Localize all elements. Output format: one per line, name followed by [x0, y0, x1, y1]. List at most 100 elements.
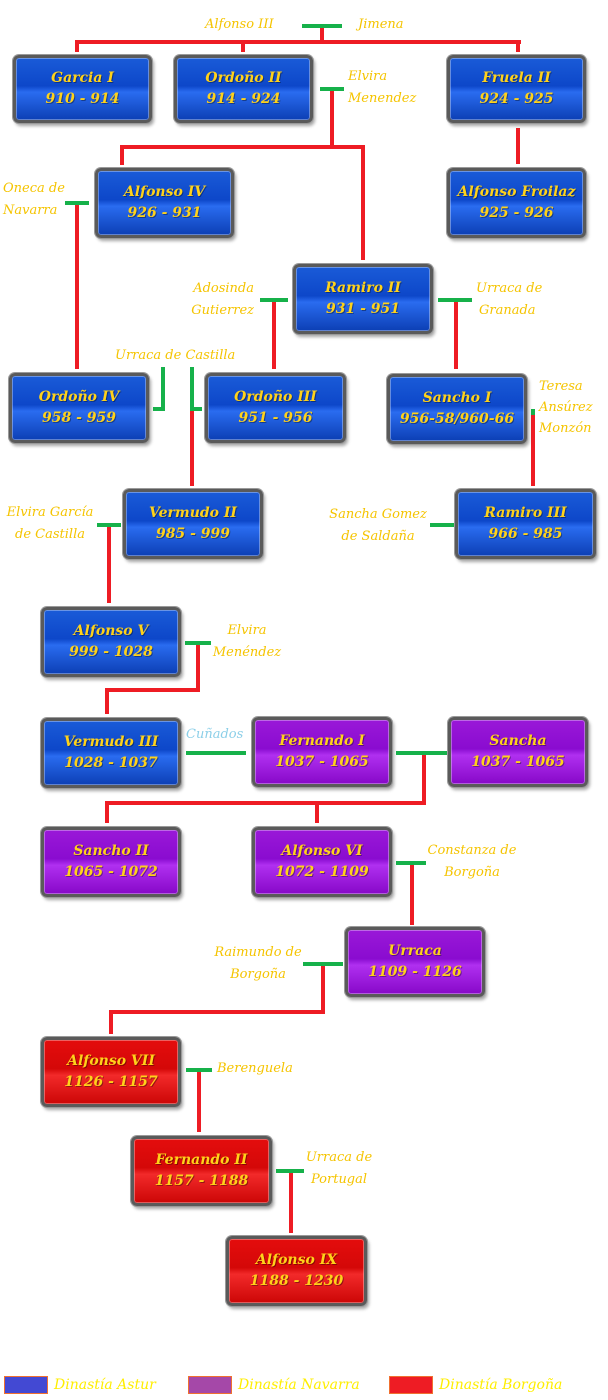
king-box-fruela-ii: Fruela II 924 - 925	[447, 55, 586, 123]
legend-item-navarra: Dinastía Navarra	[188, 1375, 360, 1395]
descent-line	[516, 40, 520, 52]
king-name: Fruela II	[482, 70, 551, 86]
king-name: Ramiro II	[325, 280, 401, 296]
king-name: Sancho I	[422, 390, 492, 406]
descent-line	[321, 966, 325, 1013]
marriage-line	[303, 962, 343, 966]
king-name: Fernando I	[279, 733, 365, 749]
king-reign: 966 - 985	[488, 526, 563, 542]
legend-item-borgona: Dinastía Borgoña	[389, 1375, 562, 1395]
king-reign: 958 - 959	[41, 410, 116, 426]
king-name: Fernando II	[155, 1152, 248, 1168]
king-name: Ordoño IV	[38, 389, 120, 405]
spouse-jimena: Jimena	[358, 17, 404, 32]
spouse-alfonso-iii: Alfonso III	[205, 17, 274, 32]
marriage-line	[430, 523, 454, 527]
king-box-ramiro-ii: Ramiro II 931 - 951	[293, 264, 433, 334]
king-reign: 1109 - 1126	[368, 964, 462, 980]
king-name: Ordoño III	[234, 389, 317, 405]
descent-line	[105, 801, 109, 823]
descent-line	[272, 302, 276, 369]
king-box-alfonso-ix: Alfonso IX 1188 - 1230	[226, 1236, 367, 1306]
king-name: Ordoño II	[205, 70, 282, 86]
king-reign: 910 - 914	[45, 91, 120, 107]
king-name: Alfonso VII	[67, 1053, 155, 1069]
king-box-alfonso-vii: Alfonso VII 1126 - 1157	[41, 1037, 181, 1107]
descent-line	[109, 1010, 325, 1014]
king-box-vermudo-iii: Vermudo III 1028 - 1037	[41, 718, 181, 788]
descent-line	[190, 411, 194, 486]
king-reign: 1157 - 1188	[154, 1173, 249, 1189]
king-reign: 1126 - 1157	[64, 1074, 158, 1090]
spouse-elvira-garcia: Elvira García de Castilla	[6, 505, 94, 542]
king-name: Vermudo III	[63, 734, 159, 750]
descent-line	[120, 145, 124, 165]
king-box-ordono-iii: Ordoño III 951 - 956	[205, 373, 346, 443]
king-name: Alfonso IX	[255, 1252, 338, 1268]
marriage-line	[161, 367, 165, 410]
king-reign: 926 - 931	[127, 205, 202, 221]
marriage-line	[438, 298, 472, 302]
king-reign: 1065 - 1072	[64, 864, 158, 880]
spouse-berenguela: Berenguela	[217, 1061, 293, 1076]
legend-swatch	[188, 1376, 232, 1394]
king-name: Alfonso Froilaz	[457, 184, 576, 200]
marriage-line	[531, 409, 535, 415]
spouse-elvira-menendez: Elvira Menendez	[348, 69, 417, 106]
king-reign: 1072 - 1109	[275, 864, 369, 880]
king-reign: 931 - 951	[325, 301, 400, 317]
marriage-line	[186, 1068, 212, 1072]
legend-swatch	[4, 1376, 48, 1394]
descent-line	[197, 1072, 201, 1132]
descent-line	[196, 645, 200, 691]
king-box-alfonso-vi: Alfonso VI 1072 - 1109	[252, 827, 392, 897]
king-name: Alfonso VI	[281, 843, 363, 859]
king-name: Garcia I	[51, 70, 114, 86]
spouse-urraca-de-portugal: Urraca de Portugal	[305, 1150, 373, 1187]
marriage-line	[190, 407, 202, 411]
marriage-line	[320, 87, 344, 91]
king-reign: 956-58/960-66	[399, 411, 515, 427]
descent-line	[315, 801, 319, 823]
descent-line	[105, 688, 109, 714]
king-name: Ramiro III	[484, 505, 567, 521]
descent-line	[75, 205, 79, 369]
marriage-line	[65, 201, 89, 205]
king-box-vermudo-ii: Vermudo II 985 - 999	[123, 489, 263, 559]
king-reign: 925 - 926	[479, 205, 554, 221]
king-name: Urraca	[388, 943, 442, 959]
legend-label: Dinastía Borgoña	[439, 1377, 563, 1393]
king-reign: 999 - 1028	[69, 644, 153, 660]
marriage-line	[190, 367, 194, 410]
descent-line	[330, 91, 334, 148]
spouse-sancha-gomez: Sancha Gomez de Saldaña	[329, 507, 427, 544]
descent-line	[422, 755, 426, 805]
marriage-line	[276, 1169, 304, 1173]
descent-line	[361, 145, 365, 260]
king-name: Alfonso V	[73, 623, 149, 639]
descent-line	[516, 128, 520, 164]
descent-line	[107, 527, 111, 603]
descent-line	[241, 40, 245, 52]
king-box-urraca: Urraca 1109 - 1126	[345, 927, 485, 997]
spouse-urraca-de-granada: Urraca de Granada	[476, 281, 543, 318]
descent-line	[105, 801, 426, 805]
spouse-urraca-de-castilla: Urraca de Castilla	[115, 348, 236, 363]
king-box-alfonso-iv: Alfonso IV 926 - 931	[95, 168, 234, 238]
king-box-ordono-iv: Ordoño IV 958 - 959	[9, 373, 149, 443]
king-box-fernando-ii: Fernando II 1157 - 1188	[131, 1136, 272, 1206]
king-reign: 1028 - 1037	[64, 755, 158, 771]
descent-line	[75, 40, 521, 44]
spouse-oneca-de-navarra: Oneca de Navarra	[3, 181, 65, 218]
marriage-line	[396, 861, 426, 865]
king-reign: 1188 - 1230	[249, 1273, 344, 1289]
king-box-sancha: Sancha 1037 - 1065	[448, 717, 588, 787]
king-box-alfonso-v: Alfonso V 999 - 1028	[41, 607, 181, 677]
descent-line	[105, 688, 200, 692]
king-reign: 1037 - 1065	[275, 754, 369, 770]
spouse-teresa-ansurez: Teresa Ansúrez Monzón	[539, 379, 593, 436]
marriage-line	[97, 523, 121, 527]
descent-line	[410, 865, 414, 925]
king-box-sancho-i: Sancho I 956-58/960-66	[387, 374, 527, 444]
legend-label: Dinastía Astur	[54, 1377, 156, 1393]
